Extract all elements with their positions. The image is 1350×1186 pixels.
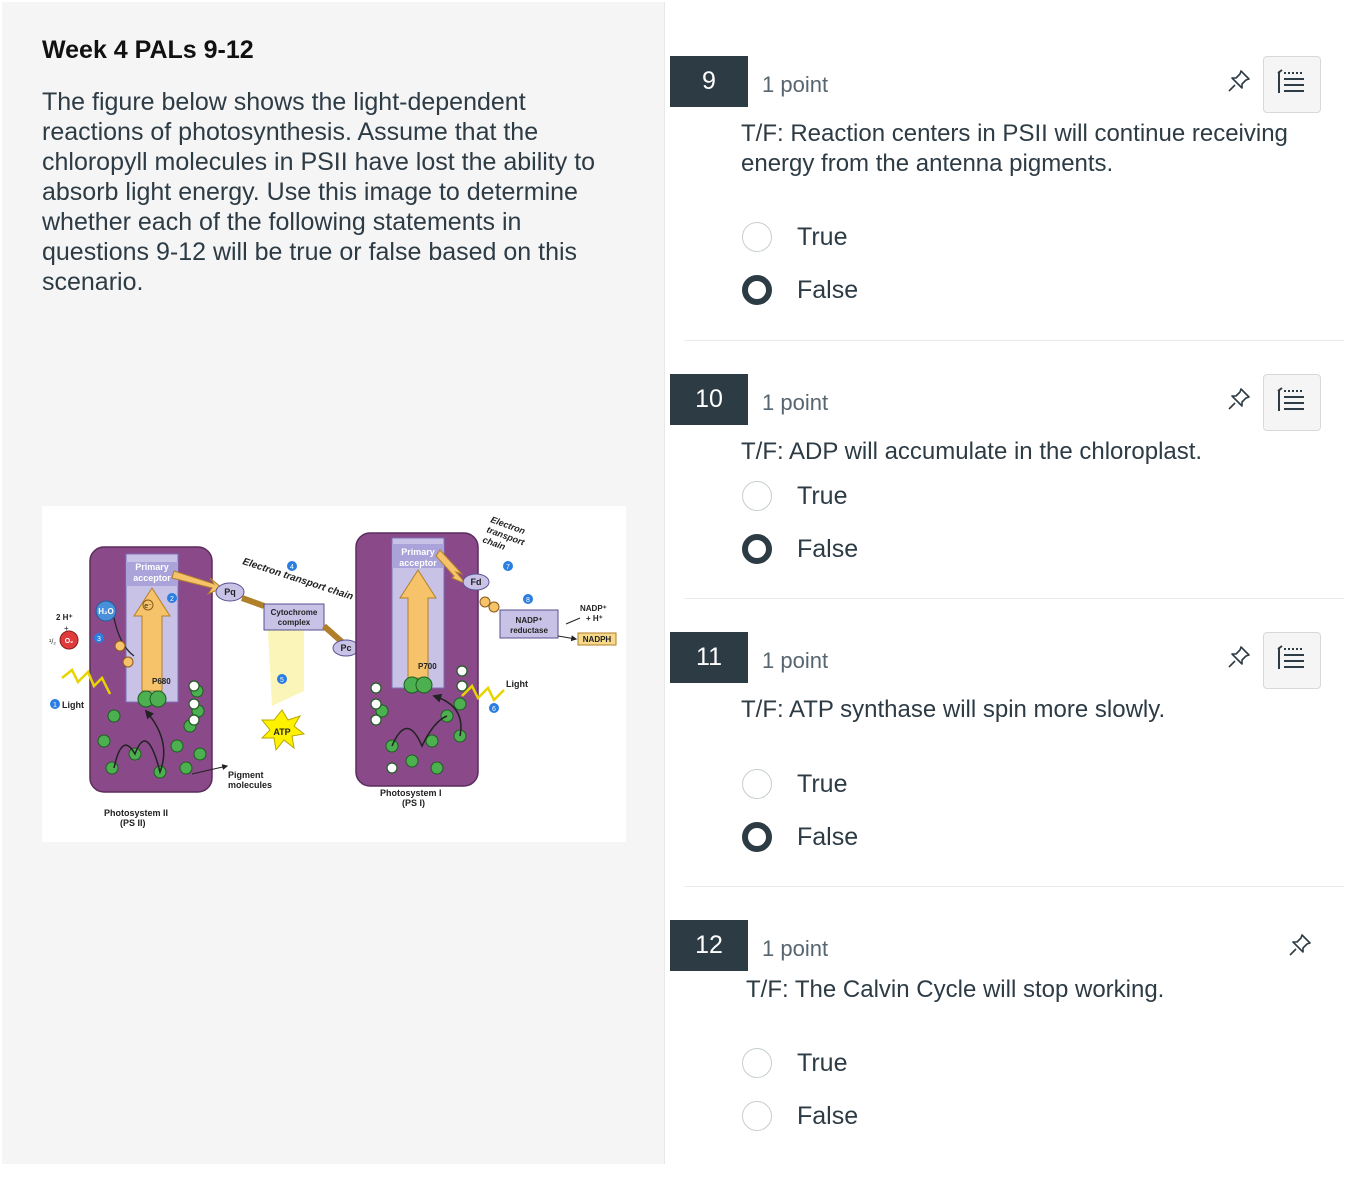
psi-label-1: Photosystem I <box>380 788 442 798</box>
question-list-button[interactable] <box>1263 374 1321 431</box>
cytochrome-complex <box>263 603 325 631</box>
photosynthesis-figure: Primary acceptor e⁻ P680 Photosystem II … <box>42 506 626 842</box>
question-points: 1 point <box>762 648 829 673</box>
radio-button[interactable] <box>742 769 772 799</box>
etc-label: Electron transport chain <box>241 556 354 602</box>
question-list-button[interactable] <box>1263 56 1321 113</box>
question-divider <box>684 598 1344 599</box>
question-text: T/F: ATP synthase will spin more slowly. <box>741 696 1166 723</box>
nadp-reductase-label-1: NADP⁺ <box>516 616 543 625</box>
option-label: False <box>797 1102 859 1130</box>
pin-icon[interactable] <box>1226 68 1252 94</box>
nadp-plus-label-1: NADP⁺ <box>580 604 607 613</box>
psii-label-1: Photosystem II <box>104 808 168 818</box>
option-label: False <box>797 276 859 304</box>
radio-button[interactable] <box>742 1048 772 1078</box>
fd-carrier <box>462 573 490 591</box>
question-number: 12 <box>670 920 748 971</box>
question-group-panel: Week 4 PALs 9-12 The figure below shows … <box>2 2 665 1164</box>
pin-icon[interactable] <box>1226 644 1252 670</box>
radio-button[interactable] <box>742 534 772 564</box>
nadp-plus-label-2: + H⁺ <box>586 614 603 623</box>
pq-label: Pq <box>224 587 236 597</box>
question-divider <box>684 886 1344 887</box>
plus-label: + <box>64 624 69 633</box>
radio-button[interactable] <box>742 275 772 305</box>
radio-button[interactable] <box>742 1101 772 1131</box>
fd-label: Fd <box>471 577 482 587</box>
nadp-reductase <box>499 609 559 639</box>
list-icon <box>1277 68 1307 101</box>
psi-label-2: (PS I) <box>402 798 425 808</box>
option-label: True <box>797 482 848 510</box>
question-text: T/F: The Calvin Cycle will stop working. <box>746 976 1165 1003</box>
step-4-marker: 4 <box>290 564 294 571</box>
question-text: T/F: ADP will accumulate in the chloropl… <box>741 438 1203 465</box>
question-number: 9 <box>670 56 748 107</box>
step-5-marker: 5 <box>280 677 284 684</box>
option-label: True <box>797 770 848 798</box>
psii-acceptor-label-2: acceptor <box>133 573 171 583</box>
nadph-label: NADPH <box>583 635 612 644</box>
step-7-marker: 7 <box>506 564 510 571</box>
radio-button[interactable] <box>742 481 772 511</box>
list-icon <box>1277 386 1307 419</box>
question-text: T/F: Reaction centers in PSII will conti… <box>741 120 1288 177</box>
pin-icon[interactable] <box>1226 386 1252 412</box>
question-points: 1 point <box>762 936 829 961</box>
psii-electron: e⁻ <box>144 603 152 610</box>
step-3-marker: 3 <box>97 636 101 643</box>
pigment-label-1: Pigment <box>228 770 264 780</box>
atp-burst <box>260 709 306 752</box>
two-h-label: 2 H⁺ <box>56 613 73 622</box>
pigment-label-2: molecules <box>228 780 272 790</box>
p680-label: P680 <box>152 677 171 686</box>
p700-label: P700 <box>418 662 437 671</box>
page-title: Week 4 PALs 9-12 <box>42 36 254 64</box>
step-1-marker: 1 <box>53 702 57 709</box>
option-label: True <box>797 223 848 251</box>
question-prompt: The figure below shows the light-depende… <box>42 88 596 296</box>
psi-up-arrow <box>399 569 437 679</box>
nadp-reductase-label-2: reductase <box>510 626 548 635</box>
nadph-box <box>577 632 617 646</box>
psii-label-2: (PS II) <box>120 818 146 828</box>
h2o-label: H₂O <box>98 607 114 616</box>
o2-label: O₂ <box>65 638 74 645</box>
psi-acceptor-label-2: acceptor <box>399 558 437 568</box>
light-reactions-diagram: Primary acceptor e⁻ P680 Photosystem II … <box>49 514 617 828</box>
pin-icon[interactable] <box>1287 932 1313 958</box>
option-label: False <box>797 823 859 851</box>
question-points: 1 point <box>762 72 829 97</box>
light-psi-label: Light <box>506 679 528 689</box>
psi-pigment-molecules <box>375 676 467 775</box>
atp-label: ATP <box>273 727 290 737</box>
step-2-marker: 2 <box>170 596 174 603</box>
step-8-marker: 8 <box>526 597 530 604</box>
pc-label: Pc <box>340 643 351 653</box>
radio-button[interactable] <box>742 822 772 852</box>
question-divider <box>684 340 1344 341</box>
cytochrome-label-2: complex <box>278 618 311 627</box>
pq-carrier <box>215 582 245 602</box>
psii-acceptor-label-1: Primary <box>135 562 169 572</box>
option-label: False <box>797 535 859 563</box>
radio-button[interactable] <box>742 222 772 252</box>
list-icon <box>1277 644 1307 677</box>
option-label: True <box>797 1049 848 1077</box>
half-label: ¹/₂ <box>49 639 56 646</box>
step-6-marker: 6 <box>492 706 496 713</box>
cytochrome-label-1: Cytochrome <box>271 608 318 617</box>
psii-up-arrow <box>133 587 171 692</box>
question-points: 1 point <box>762 390 829 415</box>
psi-acceptor-label-1: Primary <box>401 547 435 557</box>
question-list-button[interactable] <box>1263 632 1321 689</box>
question-number: 10 <box>670 374 748 425</box>
light-psii-label: Light <box>62 700 84 710</box>
question-number: 11 <box>670 632 748 683</box>
